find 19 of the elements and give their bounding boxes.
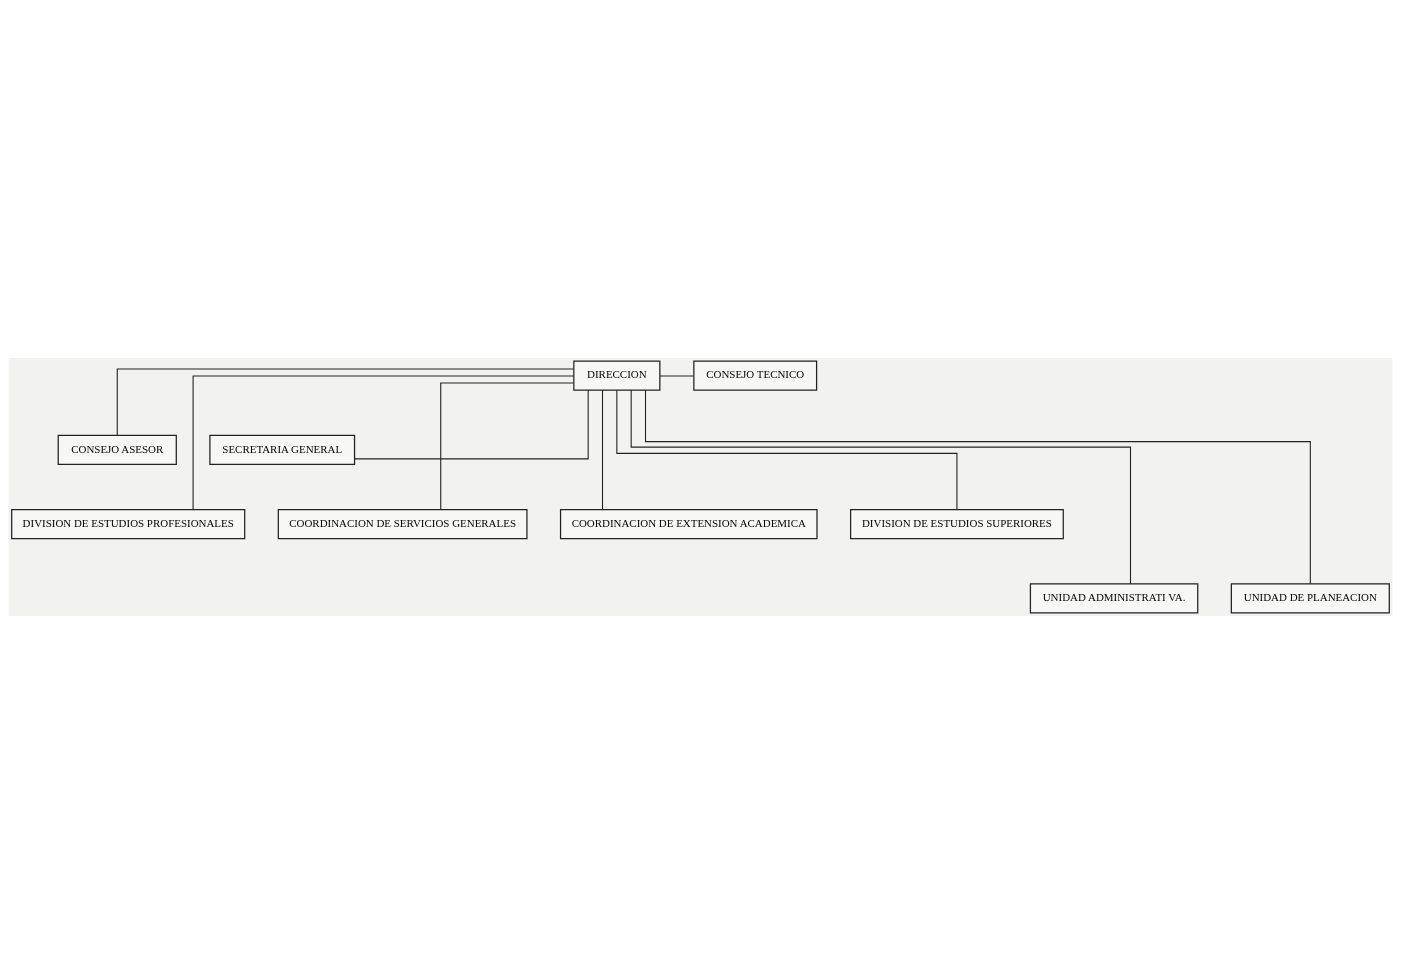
node-box: CONSEJO TECNICO [693, 360, 818, 391]
node-box: DIVISION DE ESTUDIOS SUPERIORES [850, 508, 1064, 539]
node-box: COORDINACION DE SERVICIOS GENERALES [277, 508, 528, 539]
connector [116, 367, 575, 436]
node-box: DIVISION DE ESTUDIOS PROFESIONALES [11, 508, 246, 539]
connector [440, 381, 575, 510]
connector [644, 389, 1311, 584]
node-box: DIRECCION [573, 360, 661, 391]
node-box: SECRETARIA GENERAL [209, 434, 356, 465]
node-box: COORDINACION DE EXTENSION ACADEMICA [559, 508, 818, 539]
node-box: UNIDAD DE PLANEACION [1230, 582, 1390, 613]
connector [601, 389, 604, 510]
connector [354, 389, 589, 459]
node-box: CONSEJO ASESOR [57, 434, 177, 465]
node-box: UNIDAD ADMINISTRATI VA. [1029, 582, 1199, 613]
connector [630, 389, 1132, 584]
connector [659, 374, 695, 377]
connector [192, 374, 575, 510]
connector [616, 389, 958, 510]
